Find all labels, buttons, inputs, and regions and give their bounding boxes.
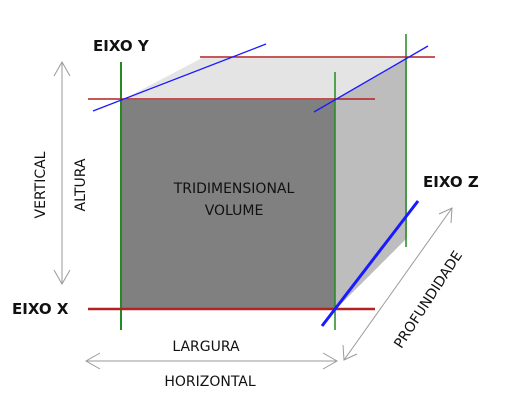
vertical-arrow xyxy=(53,60,71,286)
depth-label: PROFUNDIDADE xyxy=(391,248,466,351)
axis-z-label: EIXO Z xyxy=(423,173,479,191)
axis-y-label: EIXO Y xyxy=(93,37,150,55)
height-label: ALTURA xyxy=(73,158,89,211)
cube-label-line1: TRIDIMENSIONAL xyxy=(173,181,295,197)
front-face xyxy=(122,100,335,310)
horizontal-arrow xyxy=(84,352,339,370)
blue-axis-z-line xyxy=(320,200,420,327)
cube-label-line2: VOLUME xyxy=(205,203,264,219)
vertical-label: VERTICAL xyxy=(33,151,49,218)
width-label: LARGURA xyxy=(172,339,240,355)
blue-line-top-left xyxy=(92,43,267,112)
depth-arrow xyxy=(342,207,453,361)
blue-line-top-right xyxy=(313,45,429,113)
axis-x-label: EIXO X xyxy=(12,300,69,318)
horizontal-label: HORIZONTAL xyxy=(164,374,256,390)
side-face xyxy=(335,58,407,310)
